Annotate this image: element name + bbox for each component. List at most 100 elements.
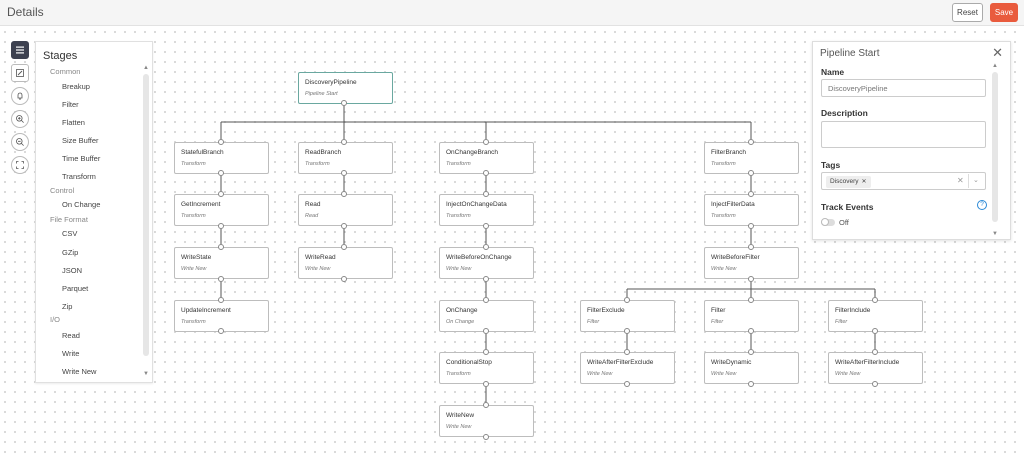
output-port[interactable] [748,276,754,282]
output-port[interactable] [483,276,489,282]
close-icon[interactable]: ✕ [992,45,1003,60]
node-write-read[interactable]: WriteRead Write New [298,247,393,279]
output-port[interactable] [483,434,489,440]
stage-item-breakup[interactable]: Breakup [62,82,90,91]
input-port[interactable] [483,349,489,355]
input-port[interactable] [624,349,630,355]
node-write-before-on-change[interactable]: WriteBeforeOnChange Write New [439,247,534,279]
stage-item-size-buffer[interactable]: Size Buffer [62,136,99,145]
zoom-in-button[interactable] [11,110,29,128]
stage-item-read[interactable]: Read [62,331,80,340]
node-write-after-filter-include[interactable]: WriteAfterFilterInclude Write New [828,352,923,384]
scroll-up-icon[interactable]: ▲ [143,65,149,71]
node-conditional-stop[interactable]: ConditionalStop Transform [439,352,534,384]
node-read[interactable]: Read Read [298,194,393,226]
node-read-branch[interactable]: ReadBranch Transform [298,142,393,174]
output-port[interactable] [872,328,878,334]
stage-item-zip[interactable]: Zip [62,302,73,311]
output-port[interactable] [748,381,754,387]
node-write-dynamic[interactable]: WriteDynamic Write New [704,352,799,384]
stage-item-on-change[interactable]: On Change [62,200,101,209]
output-port[interactable] [341,170,347,176]
stage-item-transform[interactable]: Transform [62,172,96,181]
output-port[interactable] [624,328,630,334]
node-update-increment[interactable]: UpdateIncrement Transform [174,300,269,332]
output-port[interactable] [341,276,347,282]
tag-chip[interactable]: Discovery✕ [826,176,871,188]
stage-item-parquet[interactable]: Parquet [62,284,89,293]
output-port[interactable] [218,328,224,334]
node-write-state[interactable]: WriteState Write New [174,247,269,279]
node-write-after-filter-exclude[interactable]: WriteAfterFilterExclude Write New [580,352,675,384]
input-port[interactable] [218,244,224,250]
node-stateful-branch[interactable]: StatefulBranch Transform [174,142,269,174]
stage-item-time-buffer[interactable]: Time Buffer [62,154,101,163]
output-port[interactable] [483,381,489,387]
input-port[interactable] [341,191,347,197]
scroll-up-icon[interactable]: ▲ [992,63,998,69]
output-port[interactable] [624,381,630,387]
output-port[interactable] [218,276,224,282]
input-port[interactable] [748,191,754,197]
input-port[interactable] [483,139,489,145]
input-port[interactable] [218,139,224,145]
scroll-thumb[interactable] [143,74,149,356]
stage-item-write[interactable]: Write [62,349,80,358]
edit-button[interactable] [11,64,29,82]
save-button[interactable]: Save [990,3,1018,22]
input-port[interactable] [341,139,347,145]
node-write-before-filter[interactable]: WriteBeforeFilter Write New [704,247,799,279]
input-port[interactable] [748,139,754,145]
notifications-button[interactable] [11,87,29,105]
zoom-out-button[interactable] [11,133,29,151]
scroll-down-icon[interactable]: ▼ [992,231,998,237]
help-icon[interactable]: ? [977,200,987,210]
input-port[interactable] [748,349,754,355]
input-port[interactable] [483,244,489,250]
output-port[interactable] [218,223,224,229]
stage-item-gzip[interactable]: GZip [62,248,79,257]
scroll-thumb[interactable] [992,72,998,222]
node-inject-filter-data[interactable]: InjectFilterData Transform [704,194,799,226]
input-port[interactable] [341,244,347,250]
remove-tag-icon[interactable]: ✕ [861,179,867,185]
name-input[interactable]: DiscoveryPipeline [821,79,986,97]
node-on-change-branch[interactable]: OnChangeBranch Transform [439,142,534,174]
scroll-down-icon[interactable]: ▼ [143,371,149,377]
reset-button[interactable]: Reset [952,3,983,22]
input-port[interactable] [483,402,489,408]
output-port[interactable] [341,100,347,106]
output-port[interactable] [483,170,489,176]
stages-scrollbar[interactable]: ▲ ▼ [142,64,150,378]
input-port[interactable] [483,191,489,197]
node-inject-on-change-data[interactable]: InjectOnChangeData Transform [439,194,534,226]
chevron-down-icon[interactable]: ⌄ [973,177,979,184]
input-port[interactable] [218,191,224,197]
output-port[interactable] [748,223,754,229]
output-port[interactable] [748,170,754,176]
input-port[interactable] [748,297,754,303]
input-port[interactable] [872,297,878,303]
output-port[interactable] [483,328,489,334]
description-textarea[interactable] [821,121,986,148]
output-port[interactable] [341,223,347,229]
output-port[interactable] [218,170,224,176]
input-port[interactable] [748,244,754,250]
stage-item-csv[interactable]: CSV [62,229,78,238]
node-write-new[interactable]: WriteNew Write New [439,405,534,437]
stage-item-flatten[interactable]: Flatten [62,118,85,127]
stages-toggle-button[interactable] [11,41,29,59]
input-port[interactable] [218,297,224,303]
output-port[interactable] [483,223,489,229]
node-get-increment[interactable]: GetIncrement Transform [174,194,269,226]
input-port[interactable] [483,297,489,303]
output-port[interactable] [748,328,754,334]
stage-item-filter[interactable]: Filter [62,100,79,109]
fit-screen-button[interactable] [11,156,29,174]
clear-icon[interactable]: ✕ [957,176,964,185]
panel-scrollbar[interactable]: ▲ ▼ [991,62,999,238]
stage-item-write-new[interactable]: Write New [62,367,97,376]
input-port[interactable] [624,297,630,303]
input-port[interactable] [872,349,878,355]
node-discovery-pipeline[interactable]: DiscoveryPipeline Pipeline Start [298,72,393,104]
